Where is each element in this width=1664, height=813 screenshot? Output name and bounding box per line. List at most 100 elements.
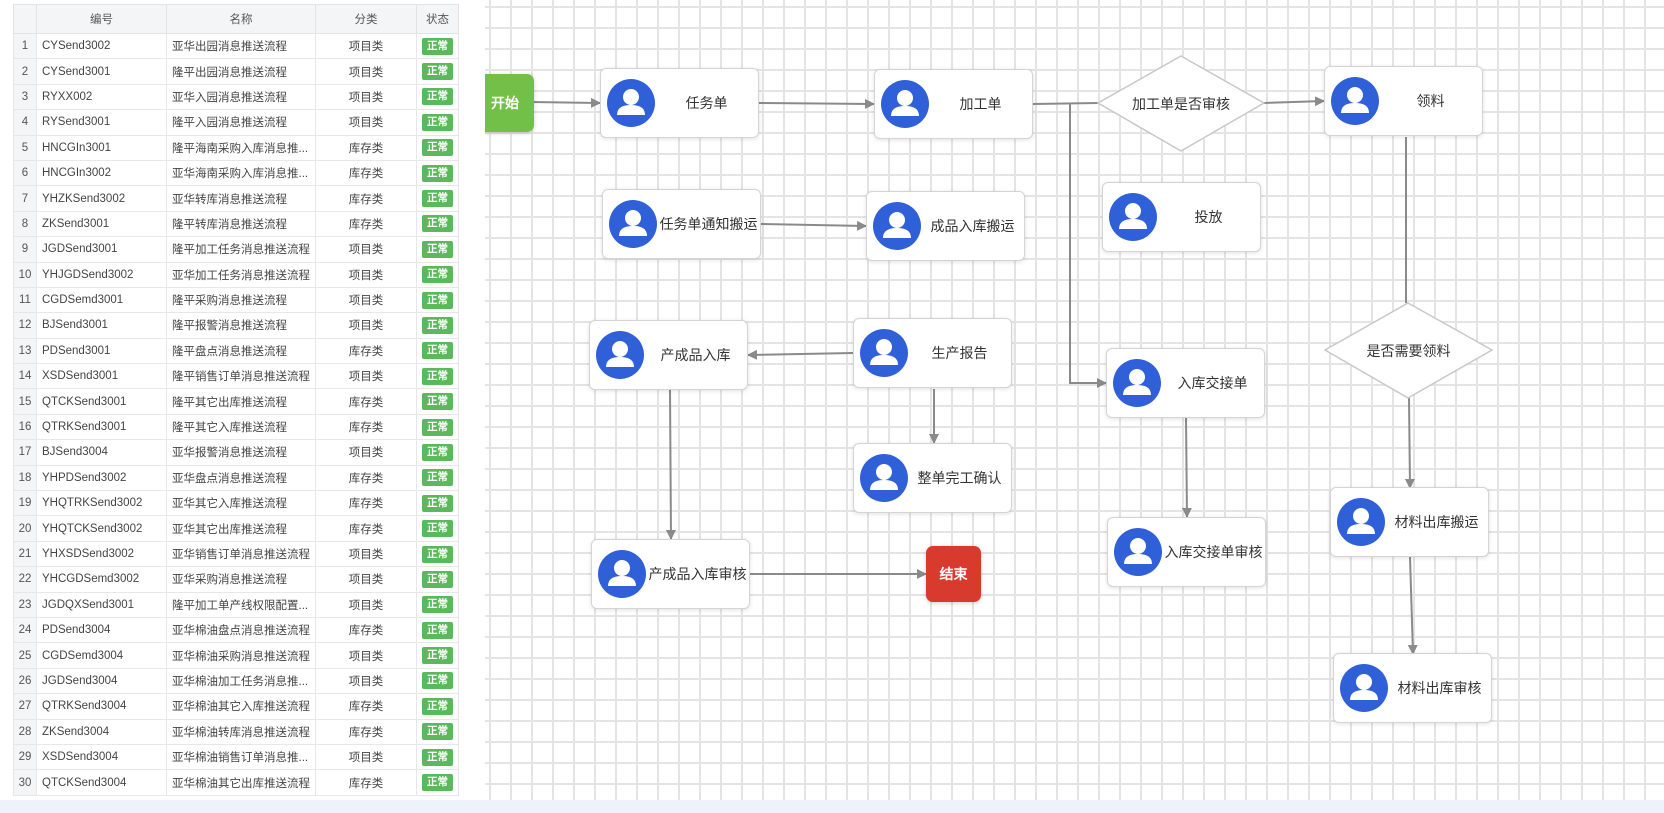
edge-outbound-move-to-outbound-review [1407,556,1418,655]
row-status: 正常 [416,413,459,441]
node-pick-material[interactable]: 领料 [1324,66,1483,136]
row-status: 正常 [416,134,459,161]
node-task-order[interactable]: 任务单 [600,68,759,138]
decision-need-material-label[interactable]: 是否需要领料 [1366,342,1451,359]
row-name: 隆平入园消息推送流程 [166,109,316,136]
row-status: 正常 [416,769,459,796]
row-index: 14 [13,363,37,390]
user-icon [881,80,929,128]
row-code: BJSend3004 [36,439,167,466]
node-label: 产成品入库 [660,347,731,363]
node-inbound-handover-review[interactable]: 入库交接单审核 [1107,517,1266,587]
node-production-report[interactable]: 生产报告 [853,318,1012,388]
row-code: CYSend3002 [36,32,167,60]
row-code: BJSend3001 [36,312,167,339]
row-category: 库存类 [315,210,417,238]
header-status[interactable]: 状态 [416,4,459,34]
row-code: CYSend3001 [36,58,167,85]
row-category: 项目类 [315,286,417,314]
node-material-outbound-review[interactable]: 材料出库审核 [1333,653,1492,723]
row-status: 正常 [416,591,459,618]
user-icon [1113,359,1161,407]
row-index: 8 [13,210,37,238]
row-name: 亚华报警消息推送流程 [166,439,316,466]
row-name: 亚华盘点消息推送流程 [166,464,316,492]
start-node[interactable]: 开始 [485,74,534,132]
node-inbound-handover[interactable]: 入库交接单 [1106,348,1265,418]
row-code: RYSend3001 [36,109,167,136]
node-product-inbound-review[interactable]: 产成品入库审核 [591,539,750,609]
status-badge: 正常 [422,164,453,182]
flow-canvas[interactable]: 开始 结束 加工单是否审核 是否需要领料 任务单 加工单 领料 任务单通知搬运 … [485,0,1664,800]
row-category: 库存类 [315,718,417,745]
row-status: 正常 [416,693,459,720]
row-code: QTRKSend3001 [36,413,167,441]
decision-process-order-review-label[interactable]: 加工单是否审核 [1132,95,1230,112]
node-task-notify-move[interactable]: 任务单通知搬运 [602,189,761,259]
row-index: 30 [13,769,37,796]
header-code[interactable]: 编号 [36,4,167,34]
row-name: 隆平转库消息推送流程 [166,210,316,238]
row-code: YHQTCKSend3002 [36,515,167,542]
node-finished-goods-move[interactable]: 成品入库搬运 [866,191,1025,261]
row-category: 库存类 [315,134,417,161]
row-code: YHZKSend3002 [36,185,167,212]
row-status: 正常 [416,312,459,339]
row-index: 15 [13,388,37,415]
header-name[interactable]: 名称 [166,4,316,34]
end-node[interactable]: 结束 [926,546,981,602]
node-label: 材料出库搬运 [1394,514,1479,530]
row-code: CGDSemd3001 [36,286,167,314]
row-code: JGDSend3004 [36,667,167,695]
row-status: 正常 [416,363,459,390]
row-category: 库存类 [315,337,417,365]
node-order-complete-confirm[interactable]: 整单完工确认 [853,443,1012,513]
node-product-inbound[interactable]: 产成品入库 [589,320,748,390]
row-status: 正常 [416,490,459,517]
row-category: 项目类 [315,236,417,263]
row-index: 16 [13,413,37,441]
row-code: YHCGDSemd3002 [36,566,167,593]
node-label: 入库交接单审核 [1164,544,1263,560]
node-process-order[interactable]: 加工单 [874,69,1033,139]
row-name: 隆平加工任务消息推送流程 [166,236,316,263]
status-badge: 正常 [422,494,453,512]
edge-handover-to-handover-review [1181,417,1192,518]
row-index: 10 [13,261,37,288]
node-feed[interactable]: 投放 [1102,182,1261,252]
header-category[interactable]: 分类 [315,4,417,34]
node-material-outbound-move[interactable]: 材料出库搬运 [1330,487,1489,557]
status-badge: 正常 [422,316,453,334]
